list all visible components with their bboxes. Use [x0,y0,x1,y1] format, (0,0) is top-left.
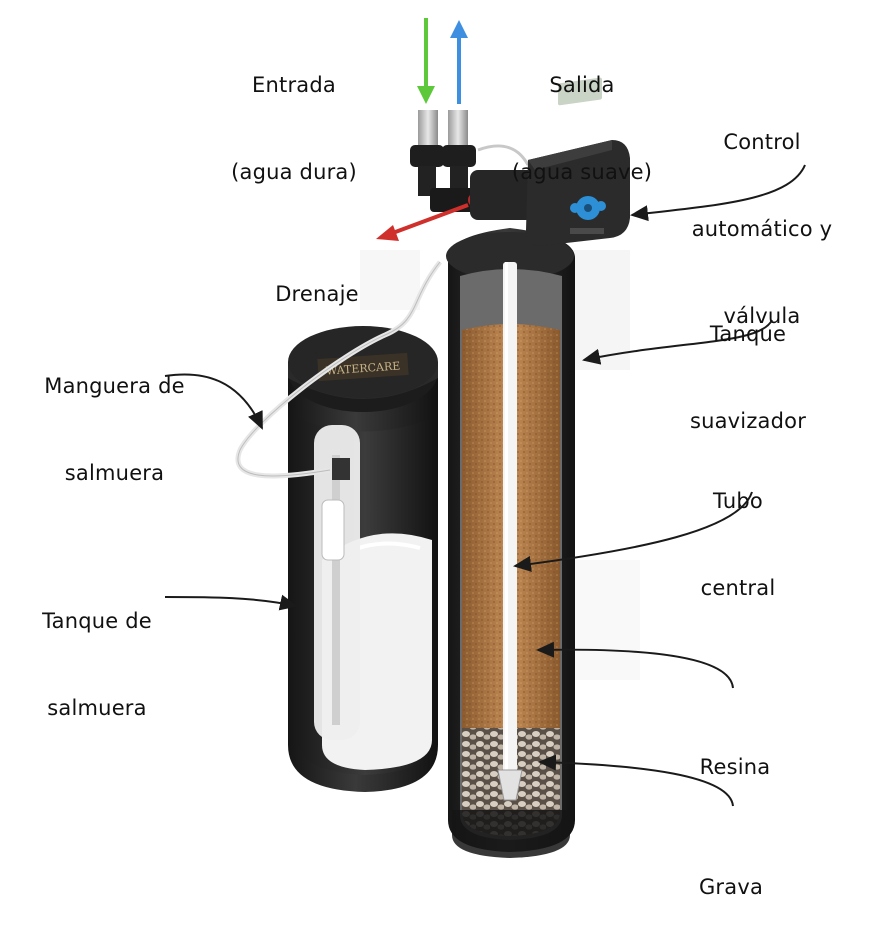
brine-tank [288,326,438,792]
leader-gravel [538,754,734,807]
center-tube-label: Tubo central [700,489,776,600]
resin-label: Resina [699,755,771,779]
gravel-label: Grava [698,875,764,899]
inlet-label: Entrada (agua dura) [231,73,357,184]
outlet-label: Salida (agua suave) [511,73,653,184]
softener-tank [446,228,575,858]
leader-resin [536,641,734,689]
control-valve [526,77,630,246]
control-keypad [570,196,606,220]
leader-center-tube [513,491,753,572]
control-display [558,77,602,106]
outlet-arrow [450,20,468,104]
leader-lines [164,164,806,807]
leader-control [630,164,806,222]
control-label: Control automático y válvula [691,130,833,328]
inlet-outlet-pipes [410,110,540,220]
logo-text: WATERCARE [326,359,401,377]
inlet-arrow [417,18,435,104]
water-softener-illustration: WATERCARE [164,18,806,858]
brine-hose-label: Manguera de salmuera [44,374,185,485]
leader-brine-tank [164,594,298,611]
brine-tank-label: Tanque de salmuera [42,609,152,720]
leader-softener-tank [582,319,773,365]
softener-tank-label: Tanque suavizador [689,322,807,433]
drain-label: Drenaje [275,282,359,306]
drain-arrow [376,203,469,241]
leader-brine-hose [164,373,263,430]
